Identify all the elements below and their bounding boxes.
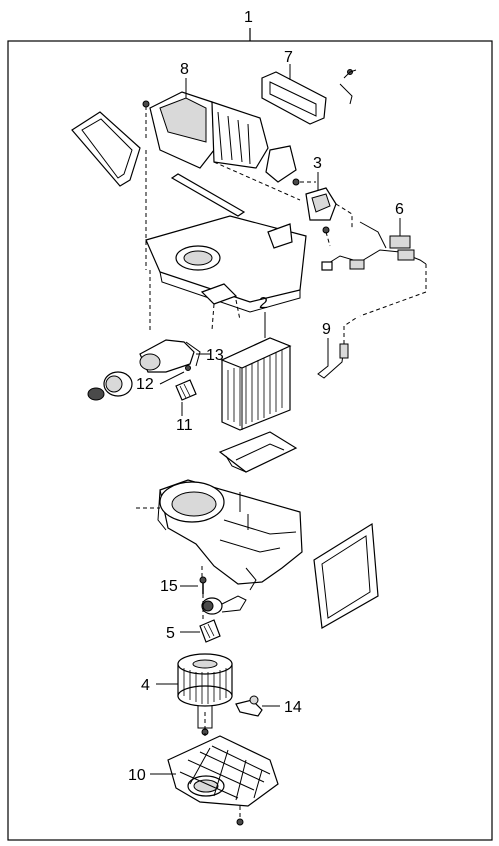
callout-9: 9	[322, 321, 331, 338]
blower-resistor-part	[180, 619, 221, 643]
callout-8: 8	[180, 61, 189, 78]
callout-5: 5	[166, 625, 175, 642]
blower-case-part	[136, 479, 303, 591]
intake-lower-case-part	[145, 215, 307, 331]
linkage-part	[170, 145, 316, 217]
part-7-cover	[261, 69, 357, 125]
cooling-hose-part	[235, 695, 280, 717]
gasket-right-part	[313, 522, 379, 629]
evaporator-core-part	[220, 337, 292, 431]
assembly-frame	[7, 28, 493, 841]
callout-10: 10	[128, 767, 146, 784]
upper-case-part	[142, 91, 269, 270]
lower-cover-part	[150, 735, 279, 826]
wiring-harness-part	[321, 221, 427, 317]
screw-15-part	[180, 576, 207, 594]
callout-15: 15	[160, 578, 178, 595]
blower-motor-part	[156, 653, 233, 736]
expansion-valve-part	[139, 339, 210, 373]
actuator-part	[305, 187, 353, 247]
callout-11: 11	[176, 417, 193, 434]
callout-2: 2	[259, 295, 268, 312]
drain-tray-part	[218, 431, 298, 473]
callout-3: 3	[313, 155, 322, 172]
callout-12: 12	[136, 376, 154, 393]
sensor-cable-part	[317, 317, 357, 379]
motor-connector-part	[201, 595, 247, 615]
callout-6: 6	[395, 201, 404, 218]
callout-13: 13	[206, 347, 224, 364]
callout-7: 7	[284, 49, 293, 66]
gasket-upper-part	[71, 111, 141, 187]
callout-1: 1	[244, 9, 253, 26]
callout-14: 14	[284, 699, 302, 716]
callout-4: 4	[141, 677, 150, 694]
fitting-parts	[87, 365, 197, 416]
assembly-guide-lines	[149, 270, 206, 736]
